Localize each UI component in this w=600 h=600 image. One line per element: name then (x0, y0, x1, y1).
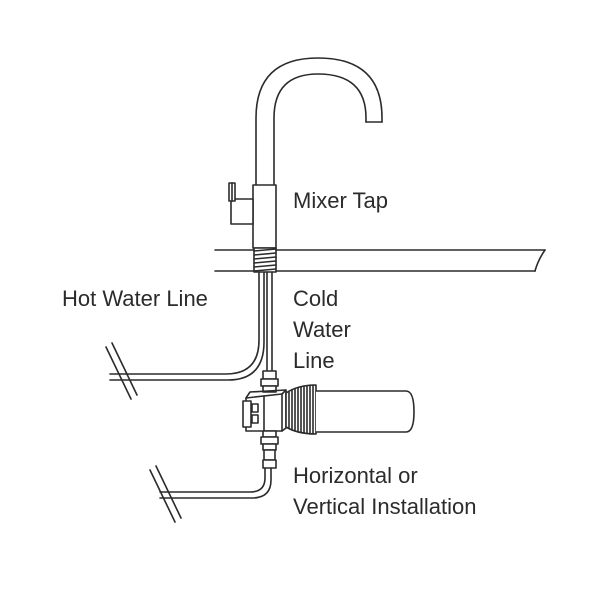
hot-water-line-label: Hot Water Line (62, 286, 208, 311)
countertop (214, 249, 546, 272)
cold-water-line-label-line: Cold (293, 286, 339, 311)
installation-label-line: Horizontal or (293, 463, 418, 488)
installation-orientation-label: Horizontal or Vertical Installation (293, 460, 476, 522)
cold-water-line-label: Cold Water Line (293, 283, 351, 376)
cold-water-line-pipe (266, 271, 273, 372)
upper-fitting (260, 370, 279, 393)
mixer-tap-label: Mixer Tap (293, 188, 388, 213)
cold-water-line-label-line: Water (293, 317, 351, 342)
mixer-tap-spout (255, 57, 383, 189)
filter-cartridge (285, 384, 415, 435)
cold-water-line-label-line: Line (293, 348, 335, 373)
lower-fitting (260, 430, 279, 469)
threaded-shank (253, 247, 277, 273)
installation-label-line: Vertical Installation (293, 494, 477, 519)
hot-water-line-pipe (105, 271, 265, 400)
cold-supply-inlet-pipe (149, 465, 272, 523)
mixer-tap-body (228, 182, 277, 249)
filter-head (242, 389, 287, 432)
